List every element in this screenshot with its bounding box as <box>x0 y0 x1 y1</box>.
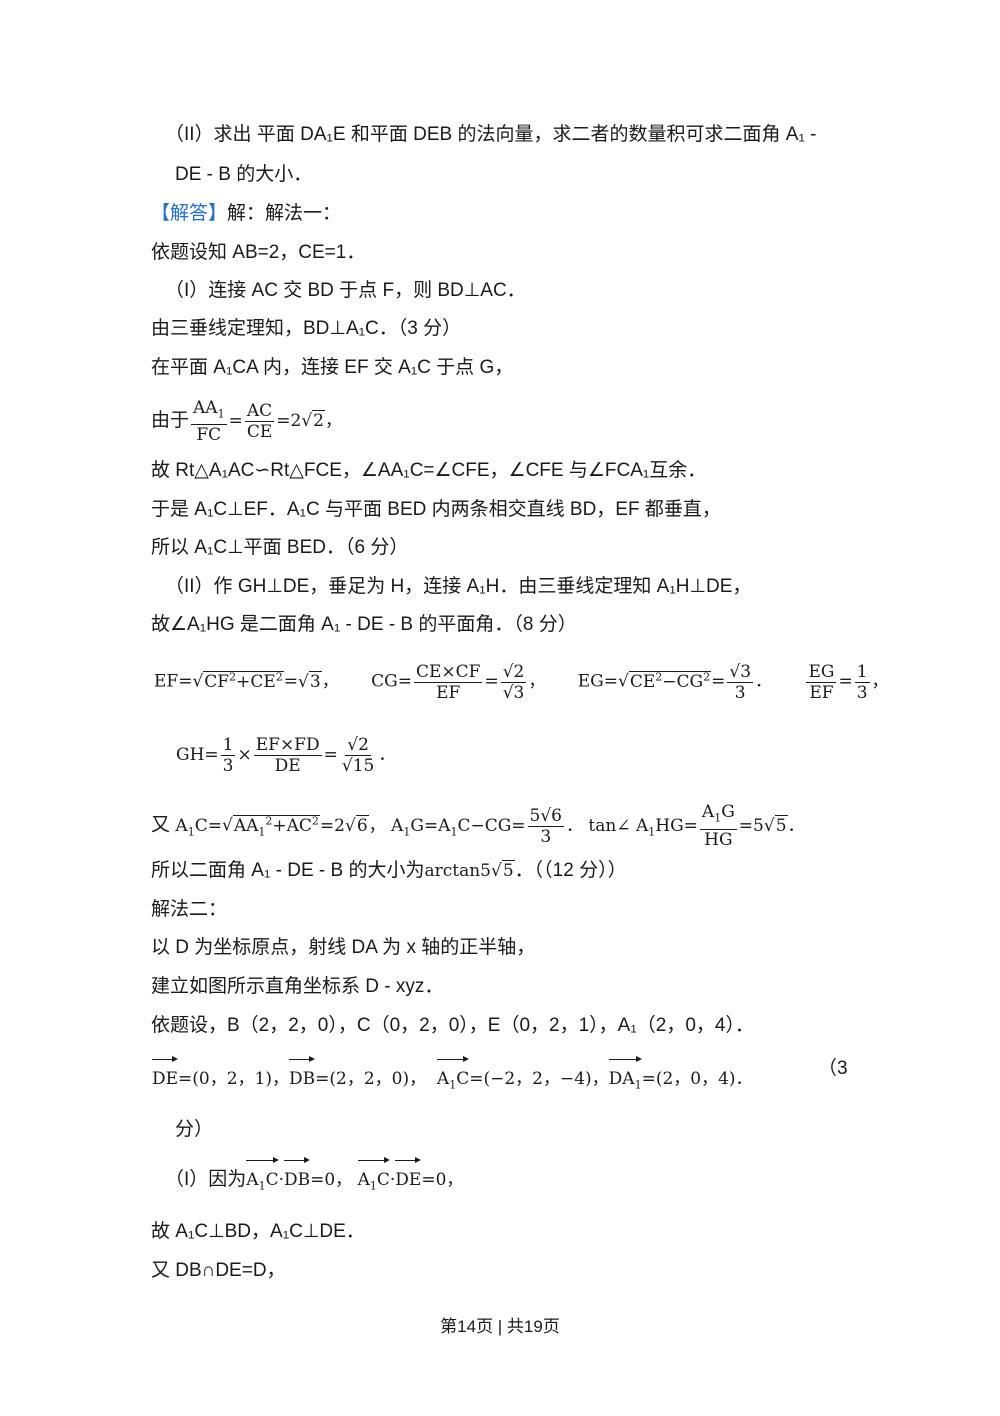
formula-line: DE=(0，2，1)，DB=(2，2，0)， A1C=(−2，2，−4)，DA1… <box>152 1056 753 1102</box>
text-line: DE - B 的大小． <box>175 164 313 185</box>
text-line: 由三垂线定理知，BD⊥A₁C．（3 分） <box>151 318 462 339</box>
text-line: （II）作 GH⊥DE，垂足为 H，连接 A₁H．由三垂线定理知 A₁H⊥DE， <box>165 576 752 597</box>
text-line: 建立如图所示直角坐标系 D - xyz． <box>151 976 444 997</box>
page-footer: 第14页 | 共19页 <box>440 1317 560 1336</box>
text-line: 以 D 为坐标原点，射线 DA 为 x 轴的正半轴， <box>151 937 536 958</box>
text-line: 所以 A₁C⊥平面 BED．（6 分） <box>151 537 409 558</box>
text-line: 依题设知 AB=2，CE=1． <box>151 242 366 263</box>
text-line: 所以二面角 A₁ - DE - B 的大小为arctan5√5．（（12 分）） <box>151 860 627 881</box>
text-line: 又 DB∩DE=D， <box>151 1260 286 1281</box>
text-line: 解法二： <box>151 899 228 920</box>
text-span: ．（（12 分）） <box>514 860 627 881</box>
text-line: 故∠A₁HG 是二面角 A₁ - DE - B 的平面角．（8 分） <box>151 614 577 635</box>
text-line: 【解答】解：解法一： <box>151 201 341 227</box>
text-line: 依题设，B（2，2，0），C（0，2，0），E（0，2，1），A₁（2，0，4）… <box>151 1015 754 1036</box>
text-span: 所以二面角 A₁ - DE - B 的大小为 <box>151 860 425 881</box>
answer-label: 【解答】 <box>151 203 228 224</box>
text-line: 于是 A₁C⊥EF．A₁C 与平面 BED 内两条相交直线 BD，EF 都垂直， <box>151 499 721 520</box>
text-span: （I）因为 <box>165 1169 247 1190</box>
formula-line: （I）因为A1C·DB=0， A1C·DE=0， <box>165 1157 463 1203</box>
text-line: 在平面 A₁CA 内，连接 EF 交 A₁C 于点 G， <box>151 357 514 378</box>
text-line: 分） <box>175 1119 214 1140</box>
text-line: （3 <box>818 1058 848 1079</box>
text-line: 故 A₁C⊥BD，A₁C⊥DE． <box>151 1221 365 1242</box>
text-span: 由于 <box>151 410 190 432</box>
text-line: 故 Rt△A₁AC∽Rt△FCE，∠AA₁C=∠CFE，∠CFE 与∠FCA₁互… <box>151 460 707 481</box>
text-line: （I）连接 AC 交 BD 于点 F，则 BD⊥AC． <box>165 280 526 301</box>
text-line: （II）求出 平面 DA₁E 和平面 DEB 的法向量，求二者的数量积可求二面角… <box>165 124 817 145</box>
text-span: 解：解法一： <box>227 203 342 224</box>
